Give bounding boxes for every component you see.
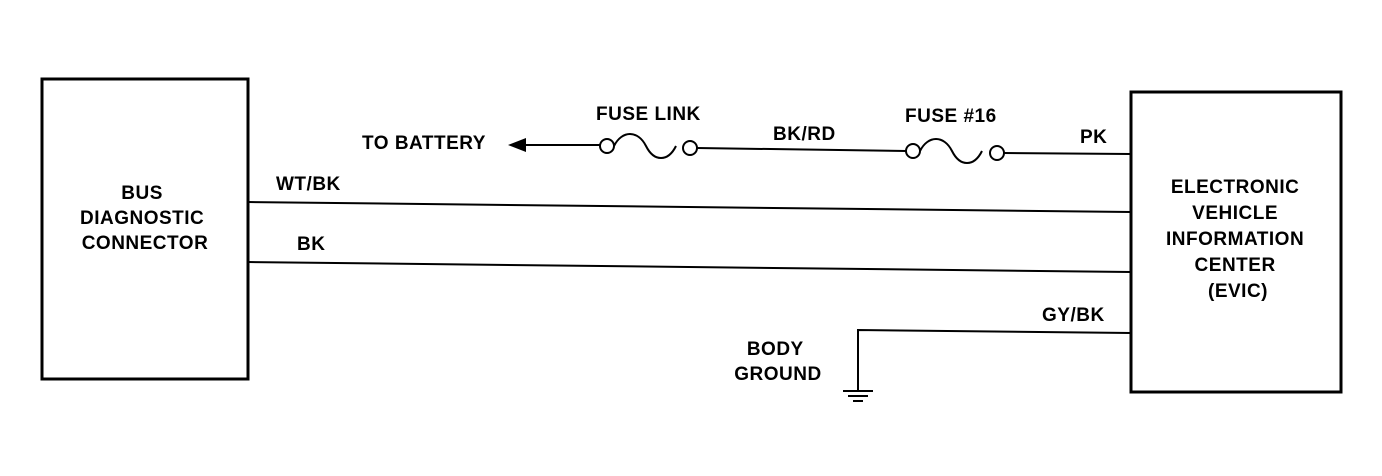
ground-line-1: BODY (747, 339, 804, 360)
bus-diagnostic-connector-box (40, 77, 250, 381)
fuse-16-label: FUSE #16 (905, 106, 997, 127)
arrow-left-icon (508, 138, 526, 152)
bk-wire (247, 261, 1132, 273)
to-battery-label: TO BATTERY (362, 133, 486, 154)
fuse-link-symbol (613, 133, 677, 159)
fuse-16-terminal-right (989, 145, 1005, 161)
bk-label: BK (297, 234, 325, 255)
body-ground-label: BODY GROUND (734, 339, 821, 385)
pk-wire (1003, 152, 1132, 155)
fuse-link-terminal-right (682, 140, 698, 156)
fuse-link-label: FUSE LINK (596, 104, 701, 125)
wt-bk-wire (247, 201, 1132, 213)
ground-icon (843, 390, 873, 402)
bk-rd-wire (696, 147, 907, 152)
pk-label: PK (1080, 127, 1107, 148)
gy-bk-wire (857, 328, 1132, 391)
evic-label: ELECTRONIC VEHICLE INFORMATION CENTER (E… (1166, 177, 1310, 302)
ground-line-2: GROUND (734, 364, 821, 385)
left-component-line-3: CONNECTOR (82, 233, 209, 254)
right-component-line-3: INFORMATION (1166, 229, 1304, 250)
gy-bk-label: GY/BK (1042, 305, 1105, 326)
left-component-line-1: BUS (121, 183, 163, 204)
fuse-16-symbol (919, 138, 983, 164)
right-component-line-5: (EVIC) (1208, 281, 1268, 302)
wt-bk-label: WT/BK (276, 174, 341, 195)
right-component-line-2: VEHICLE (1192, 203, 1278, 224)
evic-box (1129, 90, 1343, 394)
bus-diagnostic-connector-label: BUS DIAGNOSTIC CONNECTOR (80, 183, 210, 254)
fuse-16-terminal-left (905, 143, 921, 159)
bk-rd-label: BK/RD (773, 124, 836, 145)
left-component-line-2: DIAGNOSTIC (80, 208, 204, 229)
right-component-line-4: CENTER (1195, 255, 1276, 276)
right-component-line-1: ELECTRONIC (1171, 177, 1300, 198)
fuse-link-terminal-left (599, 138, 615, 154)
